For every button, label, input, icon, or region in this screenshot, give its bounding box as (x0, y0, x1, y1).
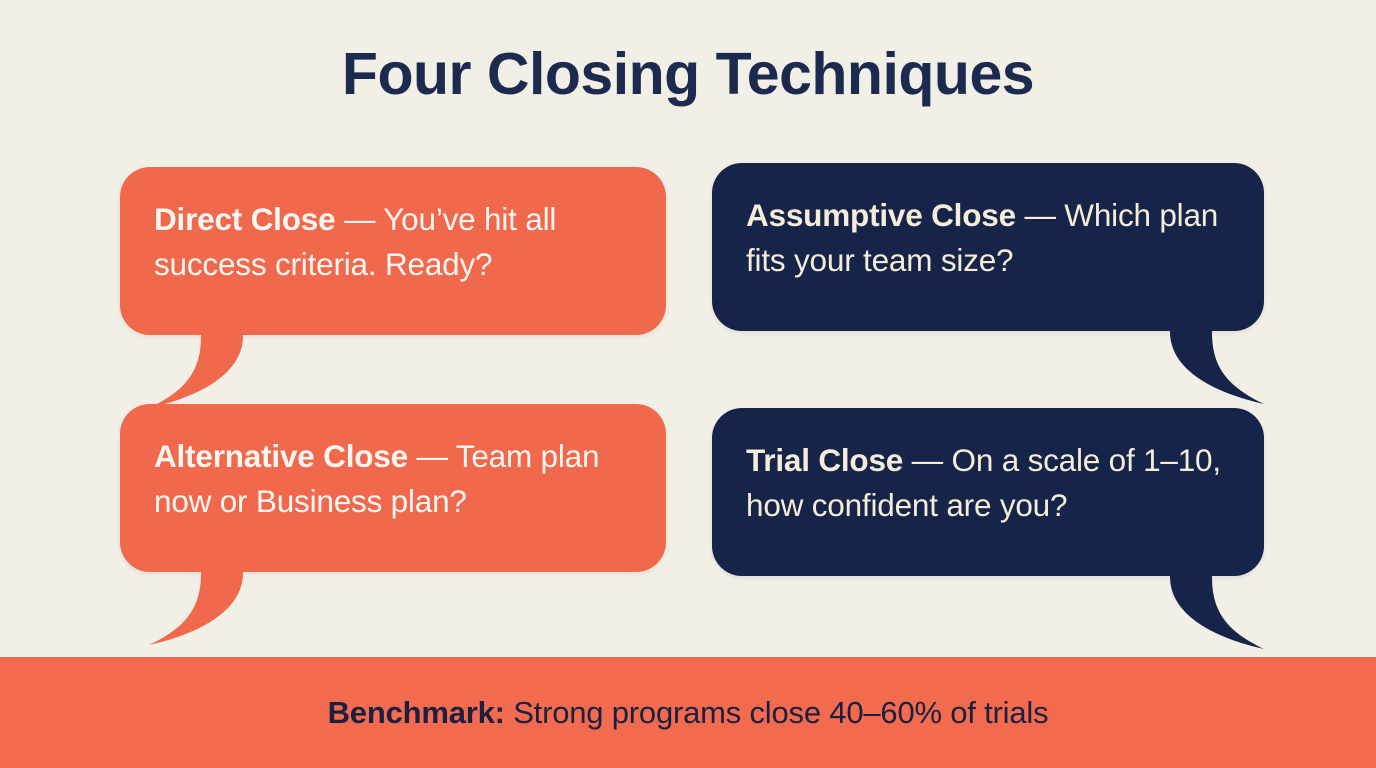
speech-bubble-tail-right-icon (1170, 328, 1264, 404)
speech-bubble-alternative-close: Alternative Close — Team plan now or Bus… (120, 404, 666, 572)
bubble-term: Alternative Close (154, 438, 408, 474)
bubble-body: You’ve hit all success criteria. Ready? (154, 201, 557, 282)
bubble-dash: — (1015, 197, 1065, 233)
page-title: Four Closing Techniques (341, 41, 1035, 107)
benchmark-statement: Benchmark: Strong programs close 40–60% … (328, 695, 1049, 731)
speech-bubble-tail-left-icon (149, 569, 243, 645)
bubble-body: Which plan fits your team size? (746, 197, 1219, 278)
speech-bubble-trial-close: Trial Close — On a scale of 1–10, how co… (712, 408, 1264, 576)
speech-bubble-tail-left-icon (149, 332, 243, 408)
speech-bubble-assumptive-close: Assumptive Close — Which plan fits your … (712, 163, 1264, 331)
bubble-dash: — (335, 201, 384, 237)
bubble-term: Assumptive Close (746, 197, 1016, 233)
bubble-dash: — (407, 438, 456, 474)
bubble-text: Direct Close — You’ve hit all success cr… (154, 197, 632, 286)
bubble-body: On a scale of 1–10, how confident are yo… (746, 442, 1221, 523)
bubble-text: Trial Close — On a scale of 1–10, how co… (746, 438, 1230, 527)
bubble-text: Alternative Close — Team plan now or Bus… (154, 434, 632, 523)
speech-bubble-direct-close: Direct Close — You’ve hit all success cr… (120, 167, 666, 335)
bubble-dash: — (903, 442, 952, 478)
bubble-term: Direct Close (154, 201, 336, 237)
bubble-text: Assumptive Close — Which plan fits your … (746, 193, 1230, 282)
footer-banner: Benchmark: Strong programs close 40–60% … (0, 657, 1376, 768)
bubble-body: Team plan now or Business plan? (154, 438, 600, 519)
bubble-term: Trial Close (746, 442, 904, 478)
benchmark-value: Strong programs close 40–60% of trials (504, 694, 1049, 730)
benchmark-label: Benchmark: (327, 694, 505, 730)
speech-bubble-tail-right-icon (1170, 573, 1264, 649)
